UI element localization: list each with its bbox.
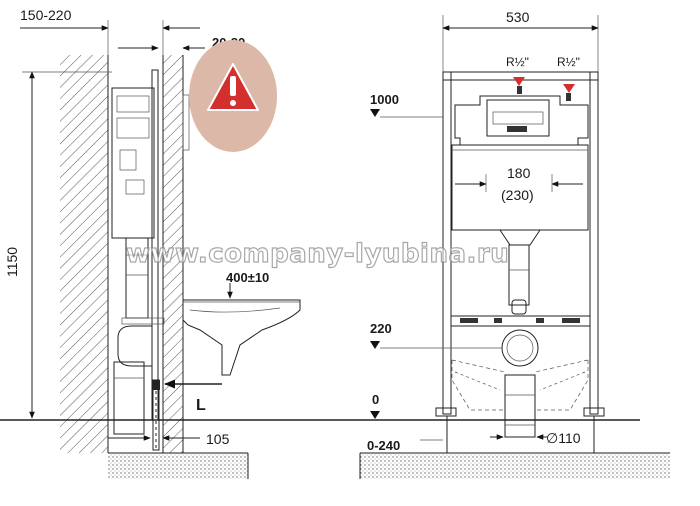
frame-width-label: 530	[506, 9, 530, 25]
height-label: 1150	[4, 247, 20, 277]
front-panel	[163, 55, 183, 453]
bottom-offset-label: 105	[206, 431, 230, 447]
leg-adjust-label: 0-240	[367, 438, 400, 453]
warning-triangle-icon	[189, 40, 277, 152]
seat-height-label: 400±10	[226, 270, 269, 285]
cistern-front	[454, 95, 589, 146]
stud-spacing-alt-label: (230)	[501, 187, 534, 203]
mounting-bar	[450, 315, 591, 327]
drain-outlet	[501, 329, 539, 367]
level-0-label: 0	[372, 392, 379, 407]
front-view: 530 R½" R½" 180 (230)	[359, 9, 670, 479]
wall-hung-bowl	[182, 299, 301, 376]
drain-pipe	[113, 361, 145, 435]
wall-depth-label: 150-220	[20, 7, 72, 23]
watermark-text: www.company-lyubina.ru	[126, 239, 509, 269]
floor-slab-right	[360, 453, 670, 479]
pipe-diameter-label: ∅110	[546, 430, 581, 446]
flush-pipe-front	[508, 244, 530, 306]
level-1000-label: 1000	[370, 92, 399, 107]
inlet-right-label: R½"	[557, 55, 580, 69]
back-wall	[60, 55, 108, 453]
stud-spacing-label: 180	[507, 165, 531, 181]
side-view: 150-220 20-80 1150 400±10 L 105	[0, 7, 640, 479]
cistern-side	[111, 87, 155, 239]
inlet-left-label: R½"	[506, 55, 529, 69]
inlet-arrow-icon	[513, 77, 575, 101]
floor-slab-left	[108, 453, 248, 479]
level-220-label: 220	[370, 321, 392, 336]
distance-l-label: L	[196, 397, 206, 414]
frame-right-post	[589, 71, 599, 415]
